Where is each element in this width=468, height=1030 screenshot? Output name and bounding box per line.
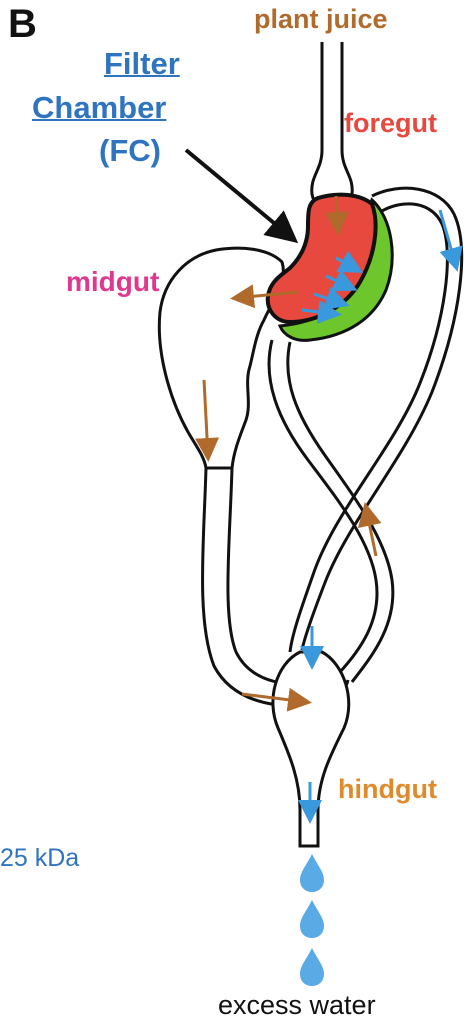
foregut-label: foregut: [344, 108, 437, 139]
water-drop-1: [300, 854, 324, 892]
excess-water-label: excess water: [218, 990, 376, 1021]
water-drop-3: [300, 948, 324, 986]
water-drop-2: [300, 900, 324, 938]
filter-chamber-label-line2: Chamber: [32, 90, 166, 126]
hindgut-label: hindgut: [338, 774, 437, 805]
filter-chamber-label-line1: Filter: [104, 46, 180, 82]
panel-letter: B: [8, 2, 37, 47]
fc-pointer-arrow: [186, 150, 292, 238]
water-droplets: [300, 854, 324, 986]
filter-chamber-label-line3: (FC): [99, 133, 161, 169]
kda-label: 25 kDa: [0, 844, 79, 873]
midgut-sac: [159, 248, 283, 468]
inner-crossing-tube: [269, 340, 393, 682]
midgut-label: midgut: [66, 266, 159, 298]
plant-juice-label: plant juice: [254, 4, 388, 35]
